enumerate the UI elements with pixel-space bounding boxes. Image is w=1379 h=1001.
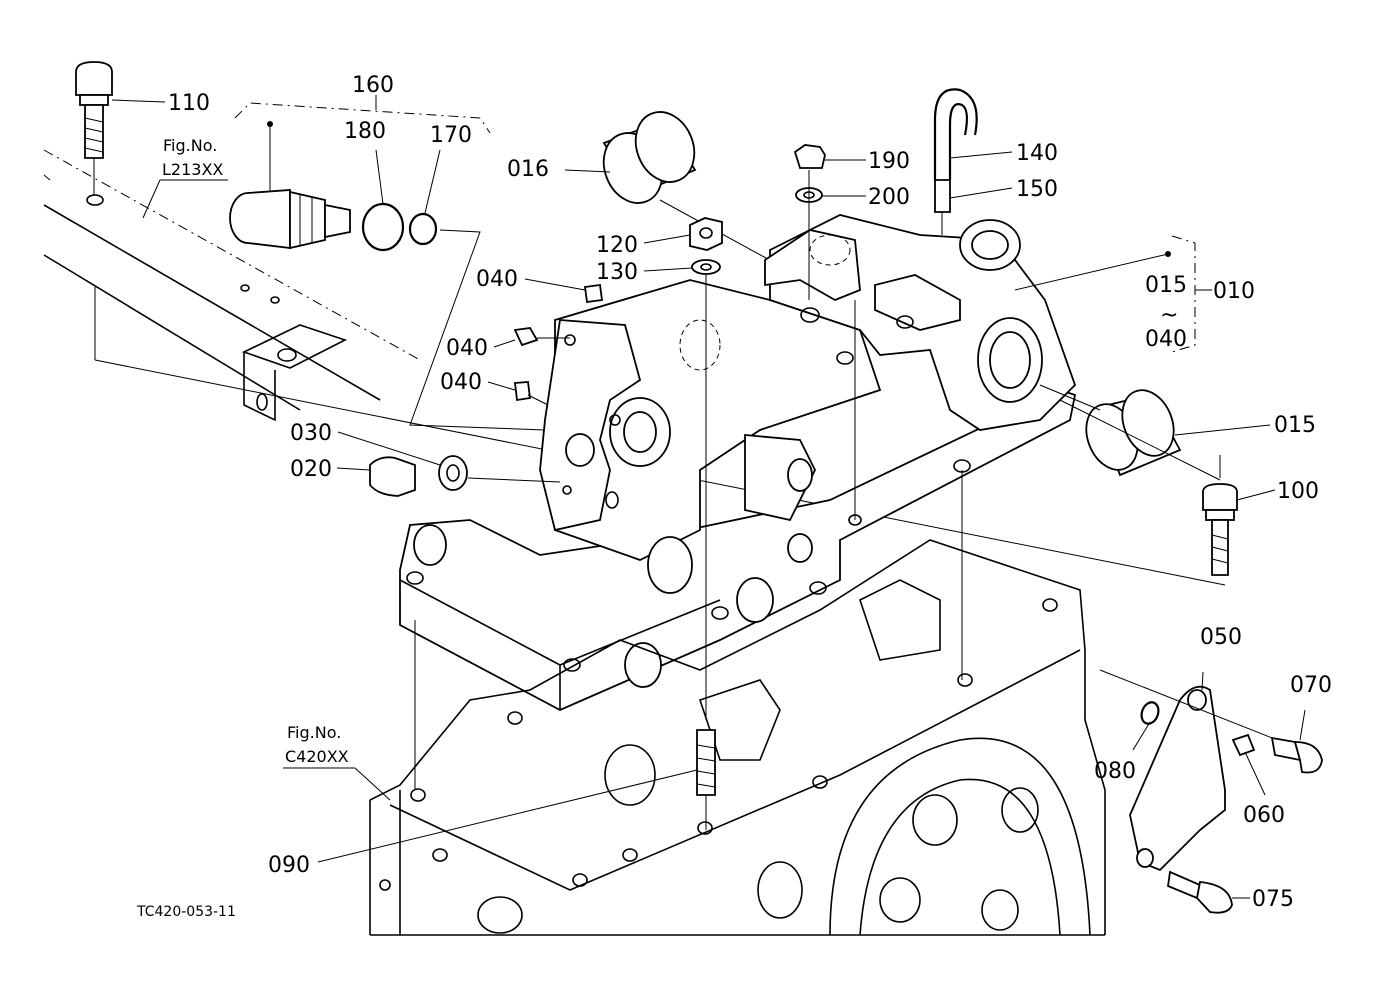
- callout-tilde: ~: [1160, 303, 1178, 328]
- plug-190: [793, 144, 826, 300]
- washer-030: [438, 455, 468, 491]
- drawing-code: TC420-053-11: [136, 904, 236, 920]
- bolt-070: [1270, 736, 1323, 774]
- callout-015-range: 015: [1145, 273, 1187, 298]
- fig-ref-number: C420XX: [285, 747, 349, 766]
- bushing-015: [1039, 384, 1182, 477]
- bushing-016: [602, 111, 871, 316]
- o-ring-080: [1140, 701, 1160, 725]
- plug-040-a: [583, 283, 604, 304]
- callout-060: 060: [1243, 803, 1285, 828]
- fig-ref-l213xx: Fig.No. L213XX: [162, 136, 223, 179]
- callout-040-range: 040: [1145, 327, 1187, 352]
- callout-100: 100: [1277, 479, 1319, 504]
- callout-140: 140: [1016, 141, 1058, 166]
- hitch-housing: [399, 214, 1077, 711]
- center-line: [1059, 399, 1221, 481]
- pipe-140: [933, 88, 978, 235]
- callout-200: 200: [868, 185, 910, 210]
- callout-016: 016: [507, 157, 549, 182]
- plug-020: [369, 456, 561, 497]
- fig-ref-caption: Fig.No.: [287, 723, 341, 742]
- callout-180: 180: [344, 119, 386, 144]
- callout-090: 090: [268, 853, 310, 878]
- fig-ref-caption: Fig.No.: [163, 136, 217, 155]
- callout-070: 070: [1290, 673, 1332, 698]
- callout-labels: 110 160 180 170 016 190 200 140 150 120 …: [168, 73, 1332, 912]
- fig-ref-number: L213XX: [162, 160, 223, 179]
- callout-190: 190: [868, 149, 910, 174]
- leader-lines: [111, 99, 1306, 899]
- callout-050: 050: [1200, 625, 1242, 650]
- grease-nipple-060: [1231, 733, 1256, 757]
- bolt-075: [1167, 870, 1233, 914]
- callout-020: 020: [290, 457, 332, 482]
- callout-120: 120: [596, 233, 638, 258]
- bolt-110: [75, 61, 113, 195]
- callout-040-b: 040: [446, 336, 488, 361]
- nut-120: [689, 217, 723, 720]
- callout-080: 080: [1094, 759, 1136, 784]
- stud-090: [696, 729, 716, 830]
- callout-150: 150: [1016, 177, 1058, 202]
- callout-130: 130: [596, 260, 638, 285]
- callout-040-a: 040: [476, 267, 518, 292]
- callout-040-c: 040: [440, 370, 482, 395]
- callout-010: 010: [1213, 279, 1255, 304]
- hydraulic-fitting-160: [229, 121, 546, 431]
- callout-015: 015: [1274, 413, 1316, 438]
- fig-ref-c420xx: Fig.No. C420XX: [285, 723, 349, 766]
- plug-040-b: [513, 327, 570, 347]
- bracket-050: [1099, 669, 1291, 872]
- plug-040-c: [513, 381, 549, 406]
- callout-170: 170: [430, 123, 472, 148]
- bracket-160: [234, 95, 491, 134]
- bolt-100: [1202, 455, 1238, 576]
- callout-030: 030: [290, 421, 332, 446]
- callout-110: 110: [168, 91, 210, 116]
- callout-160: 160: [352, 73, 394, 98]
- callout-075: 075: [1252, 887, 1294, 912]
- transmission-case: [369, 539, 1106, 936]
